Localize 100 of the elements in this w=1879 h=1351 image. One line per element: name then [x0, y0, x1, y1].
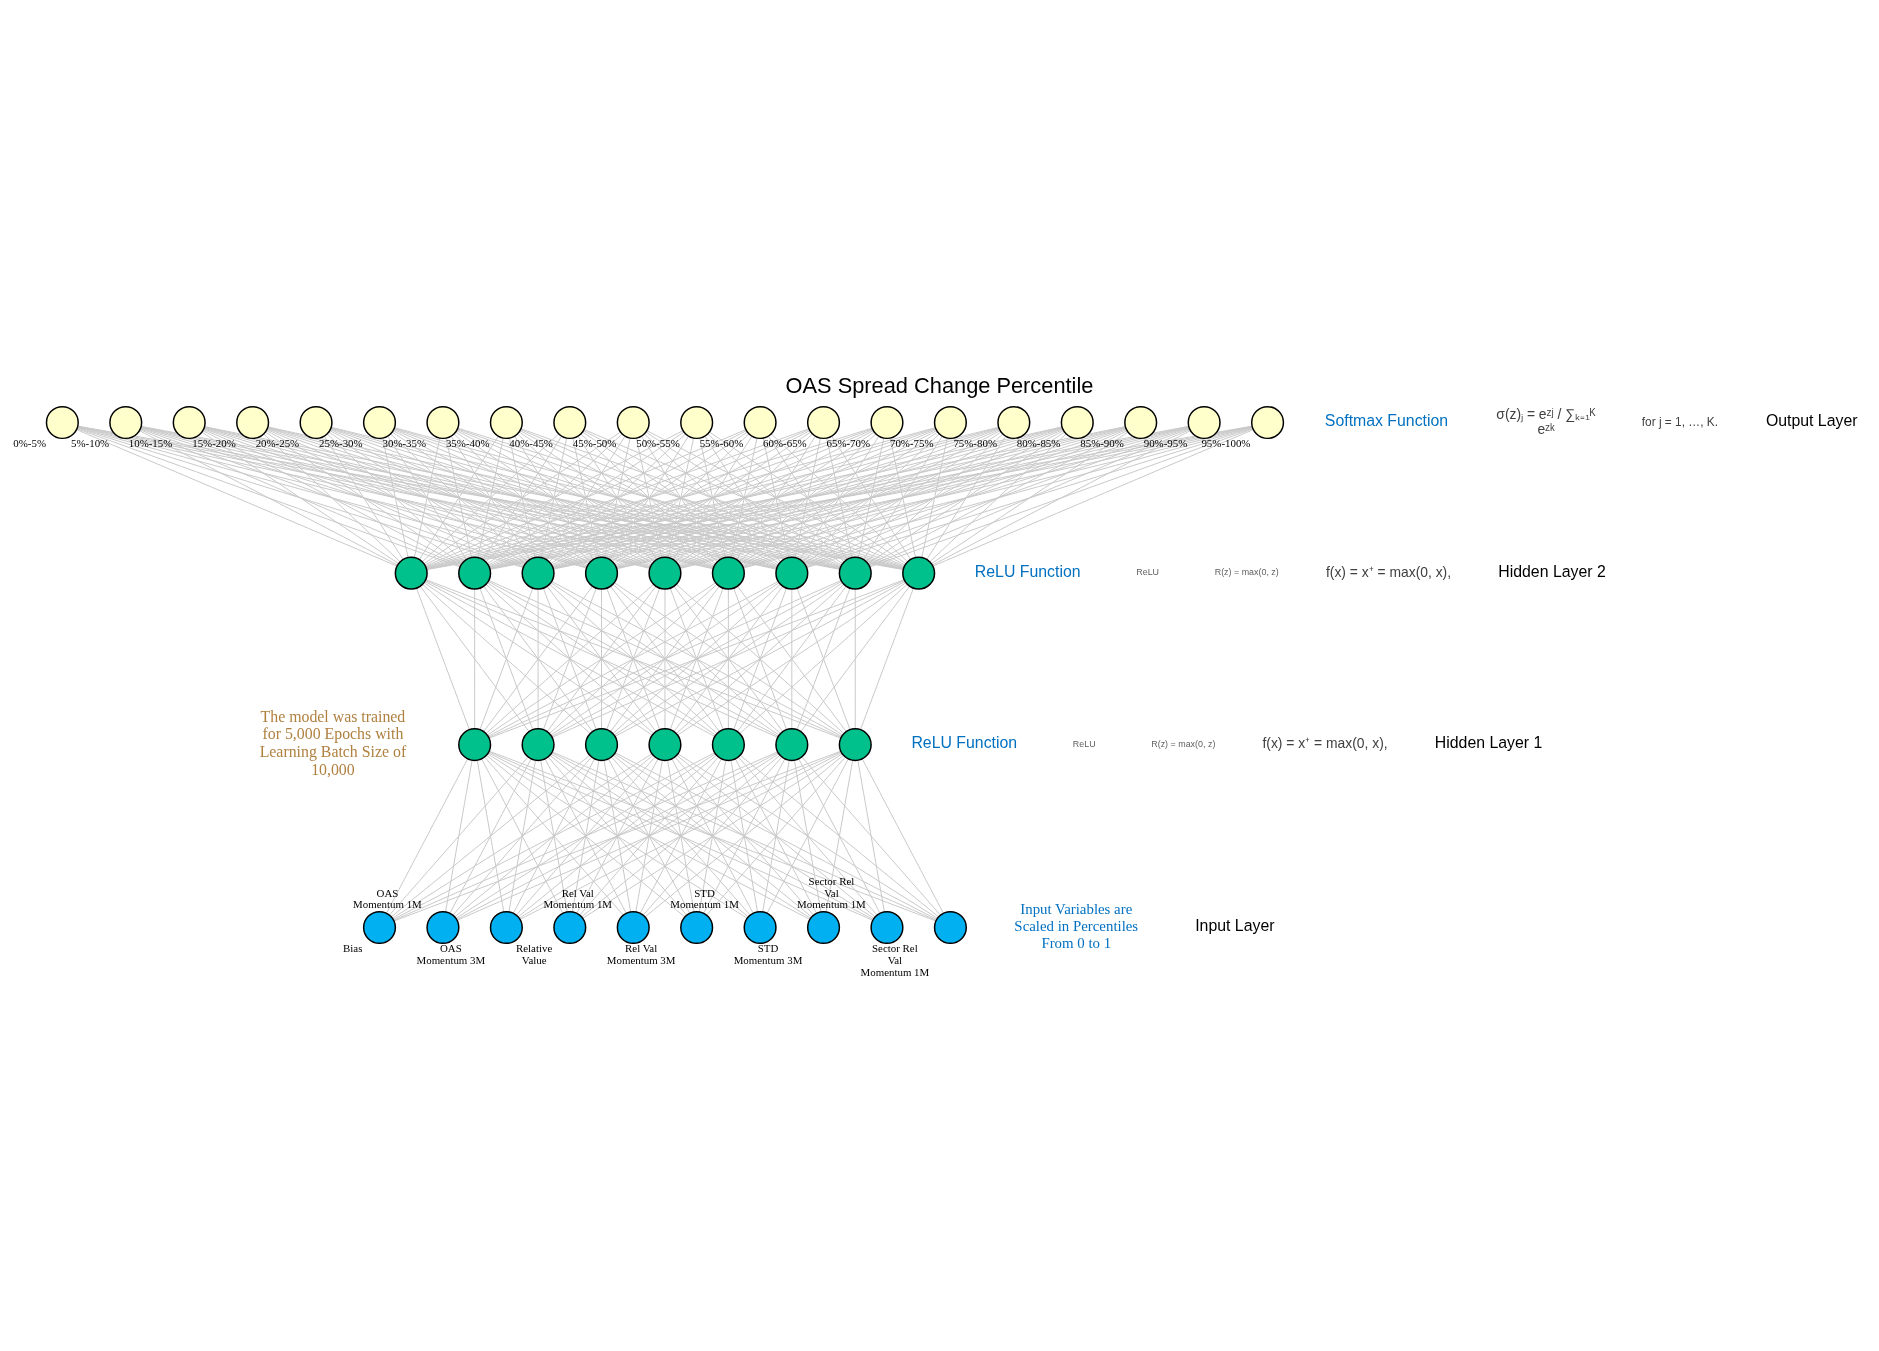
connector — [514, 436, 594, 560]
connector — [424, 430, 684, 566]
connector — [549, 754, 749, 918]
connector — [550, 582, 780, 736]
connector — [604, 437, 631, 558]
connector — [540, 437, 568, 558]
connector — [483, 585, 593, 732]
connector — [791, 588, 793, 730]
connector — [456, 429, 778, 567]
connector — [552, 580, 905, 738]
connector — [202, 430, 462, 566]
connector — [387, 436, 468, 560]
connector — [476, 759, 505, 913]
node-label: 70%-75% — [889, 437, 934, 450]
connector — [580, 433, 718, 563]
label: Input Layer — [1195, 917, 1275, 935]
connector — [612, 433, 750, 563]
connector — [727, 588, 729, 730]
connector — [706, 756, 846, 916]
node-circle — [870, 910, 904, 945]
connector — [731, 437, 758, 558]
connector — [487, 430, 747, 566]
connector — [741, 430, 1001, 566]
diagram-title: OAS Spread Change Percentile — [785, 373, 1094, 399]
connector — [613, 754, 813, 918]
connector — [516, 756, 656, 916]
node-label: STD Momentum 1M — [670, 886, 739, 911]
label: ReLU — [1136, 567, 1160, 578]
node-circle — [933, 405, 967, 440]
connector — [454, 754, 654, 918]
node-circle — [172, 405, 206, 440]
node-circle — [584, 556, 619, 590]
connector — [418, 436, 499, 560]
connector — [801, 756, 941, 916]
connector — [805, 429, 1127, 567]
connector — [707, 433, 845, 563]
connector — [679, 429, 1001, 567]
connector — [519, 752, 842, 920]
connector — [739, 754, 939, 918]
node-circle — [1060, 405, 1094, 440]
connector — [577, 436, 658, 560]
connector — [474, 588, 476, 730]
connector — [393, 750, 842, 922]
node-circle — [680, 910, 714, 945]
connector — [488, 580, 842, 738]
connector — [608, 758, 691, 914]
connector — [796, 587, 851, 730]
connector — [479, 587, 534, 730]
node-label: OAS Momentum 3M — [416, 942, 486, 966]
connector — [644, 754, 844, 918]
connector — [425, 580, 778, 738]
connector — [545, 436, 626, 560]
connector — [709, 431, 907, 565]
node-circle — [616, 910, 650, 945]
connector — [861, 758, 944, 914]
connector — [672, 436, 753, 560]
node-label: 45%-50% — [572, 437, 617, 450]
connector — [677, 431, 875, 565]
label: f(x) = x⁺ = max(0, x), — [1325, 563, 1452, 580]
connector — [488, 429, 810, 567]
node-label: 35%-40% — [445, 437, 490, 450]
connector — [606, 587, 661, 730]
connector — [423, 431, 621, 565]
node-circle — [806, 405, 841, 440]
connector — [455, 431, 653, 565]
connector — [609, 436, 689, 560]
connector — [615, 752, 938, 920]
connector — [614, 430, 874, 566]
connector — [393, 429, 715, 567]
node-label: 85%-90% — [1080, 437, 1124, 450]
connector — [488, 752, 811, 920]
connector — [799, 436, 880, 560]
node-circle — [489, 405, 523, 440]
connector — [698, 759, 727, 913]
label: Hidden Layer 2 — [1498, 562, 1606, 580]
connector — [926, 436, 1006, 560]
connector — [392, 430, 652, 566]
label: for j = 1, …, K. — [1641, 414, 1718, 429]
connector — [540, 759, 568, 913]
connector — [825, 759, 854, 913]
connector — [646, 430, 906, 566]
connector — [552, 429, 874, 567]
node-circle — [648, 728, 682, 762]
connector — [547, 756, 687, 916]
connector — [644, 433, 782, 563]
node-label: 60%-65% — [763, 437, 807, 450]
connector — [868, 430, 1128, 566]
connector — [742, 429, 1064, 567]
node-label: 25%-30% — [319, 437, 363, 450]
node-label: Bias — [343, 942, 363, 955]
node-label: 30%-35% — [382, 437, 427, 450]
connector — [929, 433, 1067, 563]
connector — [676, 754, 876, 918]
label: ReLU Function — [911, 734, 1018, 752]
connector — [488, 750, 937, 922]
connector — [862, 436, 943, 560]
connector — [583, 429, 905, 567]
node-circle — [806, 910, 841, 945]
connector — [393, 751, 778, 921]
node-label: 65%-70% — [826, 437, 871, 450]
